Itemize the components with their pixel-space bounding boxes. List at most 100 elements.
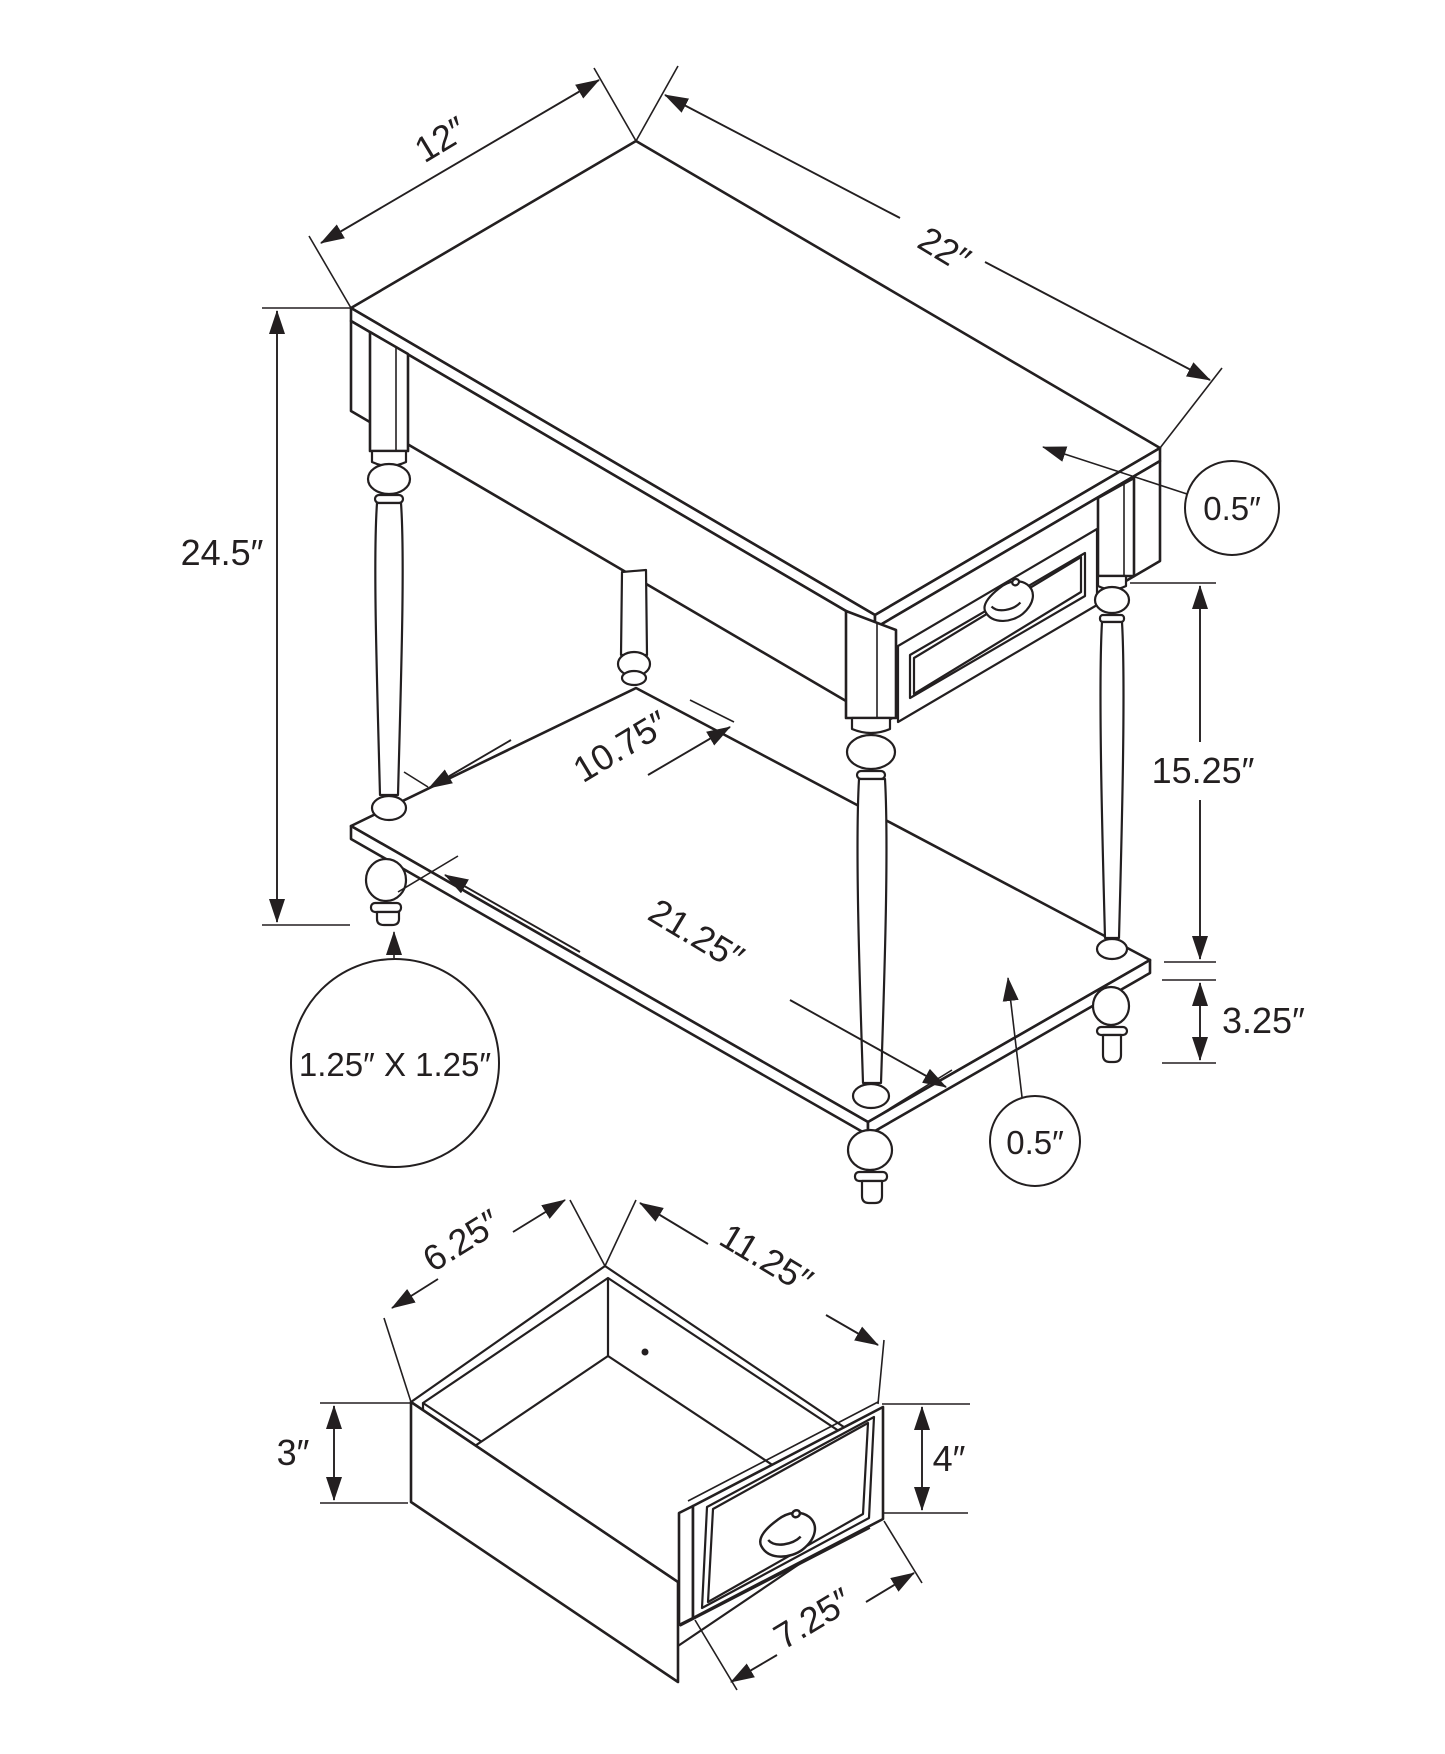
note-top-thickness-label: 0.5″: [1203, 490, 1261, 527]
leg-front-collar: [850, 716, 892, 735]
dim-apron-to-shelf-label: 15.25″: [1152, 750, 1255, 791]
dim-drawer-side-height: 3″: [277, 1402, 412, 1504]
leg-left-foot: [375, 910, 401, 927]
drawer-panel-recess-inner: [706, 1421, 870, 1604]
note-shelf-thickness-label: 0.5″: [1006, 1124, 1064, 1161]
dim-overall-height-label: 24.5″: [181, 532, 264, 573]
dim-drawer-length-label: 11.25″: [713, 1215, 820, 1302]
leg-right: [1091, 476, 1136, 1064]
leg-front-corner: [844, 609, 898, 1205]
leg-back: [616, 568, 652, 687]
leg-back-cylinder: [619, 568, 649, 657]
dim-shelf-length-line-1: [444, 874, 581, 953]
dim-drawer-width-ext-1: [569, 1199, 606, 1267]
drawer-panel-pull-handle: [759, 1509, 817, 1558]
dim-shelf-to-floor: 3.25″: [1162, 979, 1305, 1064]
leg-left-lower-ring: [369, 901, 403, 914]
note-top-thickness-circle: [1184, 460, 1280, 556]
drawer-isometric-view: 6.25″ 11.25″ 3″ 4″: [277, 1199, 970, 1691]
dim-top-depth-ext-2: [308, 235, 352, 309]
leg-right-taper: [1099, 620, 1125, 940]
leg-left-shelf-cap: [370, 794, 408, 822]
dim-drawer-front-width-ext-1: [694, 1619, 738, 1691]
leg-right-lower-bulge: [1091, 985, 1131, 1027]
dim-top-length-line-2: [984, 261, 1211, 381]
leg-left-post: [368, 330, 410, 453]
leg-left-ring: [373, 493, 405, 505]
drawer-panel-bottom-sliver: [679, 1527, 871, 1627]
note-shelf-thickness-circle: [989, 1095, 1081, 1187]
dim-shelf-clear-depth-line-1: [428, 739, 512, 789]
drawer-box-screw-hole: [641, 1348, 649, 1356]
dim-drawer-length-line-2: [825, 1314, 879, 1346]
note-leg-cross-section: 1.25″ X 1.25″: [290, 931, 500, 1168]
drawer-panel-pull-post: [791, 1509, 802, 1519]
dim-apron-to-shelf: 15.25″: [1130, 582, 1255, 963]
dim-drawer-front-width-line-2: [865, 1572, 915, 1603]
drawer-panel-pull-cup-inner: [767, 1535, 802, 1546]
table-isometric-view: 12″ 22″ 24.5″ 0.5″ 15: [181, 65, 1305, 1205]
drawer-panel-top-sliver: [687, 1401, 879, 1502]
dim-top-length-label: 22″: [911, 218, 978, 280]
drawer-pull-cup-inner: [990, 601, 1022, 612]
drawer-panel-recess-outer: [700, 1415, 876, 1610]
dim-shelf-clear-depth-ext-1: [403, 771, 429, 788]
dim-drawer-front-width-ext-2: [883, 1520, 923, 1584]
dim-shelf-clear-depth-ext-2: [689, 699, 735, 723]
leg-front-left: [364, 330, 412, 927]
leg-right-post: [1096, 476, 1136, 578]
drawer-panel-pull-cup: [759, 1511, 817, 1558]
note-shelf-thickness: 0.5″: [989, 977, 1081, 1187]
note-top-thickness: 0.5″: [1042, 446, 1280, 556]
dim-drawer-width-ext-2: [383, 1317, 412, 1403]
leg-front-ring: [855, 769, 887, 781]
leg-left-taper: [374, 501, 404, 797]
leg-front-bead: [845, 733, 897, 771]
dim-top-length-line-1: [664, 94, 901, 219]
leg-front-lower-bulge: [846, 1128, 894, 1172]
dim-drawer-width-label: 6.25″: [415, 1201, 507, 1280]
dim-drawer-length-line-1: [639, 1202, 709, 1245]
dim-drawer-front-height-label: 4″: [933, 1438, 966, 1479]
drawer-pull-handle: [983, 577, 1034, 623]
drawer-pull-post: [1011, 577, 1021, 587]
dim-shelf-length-ext-1: [397, 855, 459, 893]
dim-shelf-to-floor-label: 3.25″: [1222, 1000, 1305, 1041]
note-shelf-thickness-leader: [1002, 977, 1023, 1098]
dim-top-length-ext-1: [635, 65, 679, 142]
dim-drawer-front-width-line-1: [730, 1654, 778, 1683]
note-leg-cross-section-label: 1.25″ X 1.25″: [299, 1046, 491, 1083]
dim-drawer-width-line-1: [512, 1199, 566, 1233]
leg-front-post: [844, 609, 898, 720]
dim-top-depth-ext-1: [593, 67, 637, 142]
dim-drawer-side-height-label: 3″: [277, 1432, 310, 1473]
leg-front-shelf-cap: [851, 1082, 891, 1110]
dim-shelf-length-line-2: [789, 999, 947, 1088]
leg-right-bead: [1093, 585, 1131, 615]
leg-front-lower-ring: [853, 1170, 889, 1183]
drawer-pull-cup: [983, 580, 1034, 623]
dim-drawer-front-height: 4″: [882, 1403, 970, 1514]
leg-right-lower-ring: [1095, 1025, 1129, 1037]
dim-drawer-length-ext-1: [604, 1199, 637, 1267]
drawer-panel-left-end: [677, 1504, 695, 1627]
leg-back-foot: [620, 669, 648, 687]
dim-overall-height: 24.5″: [181, 307, 350, 926]
dim-top-depth-line: [320, 79, 600, 244]
dim-drawer-front-width-label: 7.25″: [767, 1579, 859, 1657]
note-leg-cross-section-circle: [290, 958, 500, 1168]
dim-top-length-ext-2: [1159, 367, 1223, 449]
leg-right-foot: [1101, 1033, 1123, 1064]
leg-front-taper: [856, 777, 888, 1085]
dim-shelf-clear-depth-line-2: [647, 726, 731, 776]
drawer-panel-face: [691, 1405, 885, 1620]
dim-drawer-length-ext-2: [877, 1339, 885, 1405]
dim-top-depth-label: 12″: [407, 108, 474, 170]
leg-left-lower-bulge: [364, 857, 408, 903]
leg-left-bead: [366, 462, 412, 496]
note-top-thickness-leader: [1042, 446, 1188, 495]
leg-front-foot: [860, 1179, 884, 1205]
leg-right-shelf-cap: [1095, 937, 1129, 961]
